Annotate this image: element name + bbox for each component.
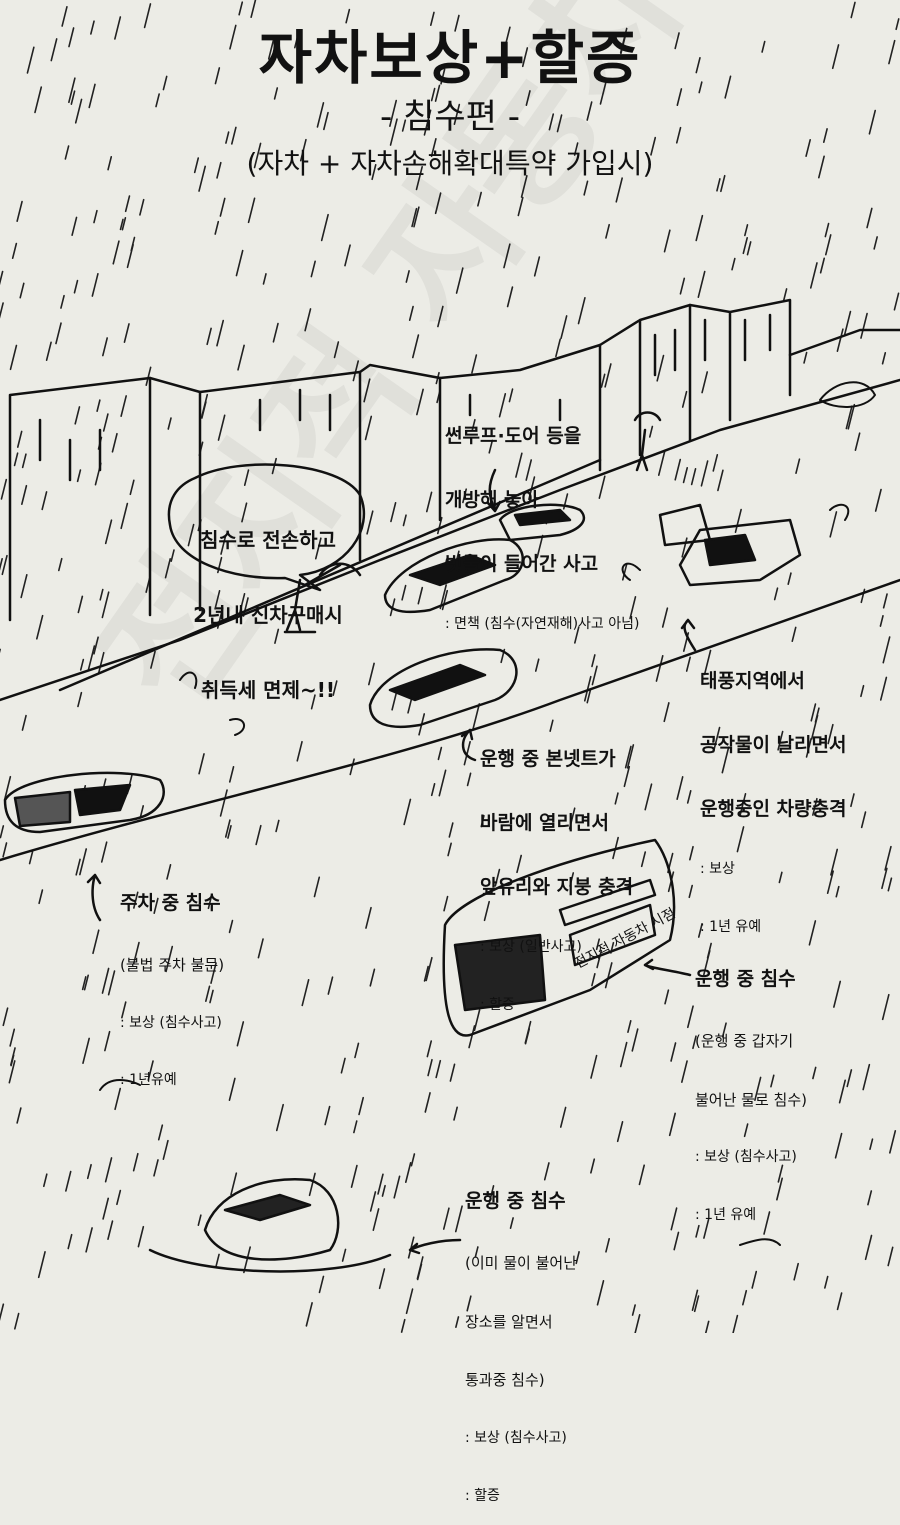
annotation-note: : 1년유예 [120,1072,224,1090]
annotation-subline: (불법 주차 불문) [120,956,224,975]
annotation-sunroof: 썬루프·도어 등을 개방해 놓아 빗물이 들어간 사고 : 면책 (침수(자연재… [445,385,639,654]
annotation-subline: 통과중 침수) [465,1371,577,1390]
truck-hit-by-debris [660,505,800,585]
annotation-line: 바람에 열리면서 [480,812,633,836]
annotation-line: 운행 중 침수 [695,968,807,992]
annotation-subline: 불어난 물로 침수) [695,1091,807,1110]
annotation-line: 썬루프·도어 등을 [445,425,639,449]
annotation-line: 빗물이 들어간 사고 [445,553,639,577]
bubble-line: 취득세 면제~!! [168,678,368,703]
page-title: 자차보상+할증 [0,22,900,95]
speech-bubble: 침수로 전손하고 2년내 신차구매시 취득세 면제~!! [168,478,368,728]
annotation-driving-flood-sudden: 운행 중 침수 (운행 중 갑자기 불어난 물로 침수) : 보상 (침수사고)… [695,928,807,1244]
annotation-note: : 보상 [700,861,846,879]
annotation-note: : 면책 (침수(자연재해)사고 아님) [445,616,639,634]
annotation-subline: 장소를 알면서 [465,1313,577,1332]
annotation-subline: (운행 중 갑자기 [695,1032,807,1051]
annotation-note: : 1년 유예 [695,1207,807,1225]
annotation-subline: (이미 물이 불어난 [465,1254,577,1273]
annotation-note: : 보상 (침수사고) [120,1015,224,1033]
annotation-line: 주차 중 침수 [120,892,224,916]
annotation-line: 앞유리와 지붕 충격 [480,876,633,900]
annotation-bonnet: 운행 중 본넷트가 바람에 열리면서 앞유리와 지붕 충격 : 보상 (일반사고… [480,708,633,1034]
annotation-typhoon: 태풍지역에서 공작물이 날리면서 운행중인 차량충격 : 보상 : 1년 유예 [700,630,846,956]
annotation-note: : 할증 [465,1488,577,1506]
annotation-parked: 주차 중 침수 (불법 주차 불문) : 보상 (침수사고) : 1년유예 [120,852,224,1110]
annotation-note: : 보상 (일반사고) [480,939,633,957]
parked-car-flooded [5,773,164,832]
annotation-line: 공작물이 날리면서 [700,734,846,758]
annotation-line: 운행 중 본넷트가 [480,748,633,772]
bubble-line: 2년내 신차구매시 [168,603,368,628]
annotation-note: : 보상 (침수사고) [695,1149,807,1167]
annotation-line: 태풍지역에서 [700,670,846,694]
annotation-line: 운행중인 차량충격 [700,798,846,822]
annotation-note: : 할증 [480,997,633,1015]
page-subtitle: - 침수편 - [0,96,900,139]
annotation-driving-flood-known: 운행 중 침수 (이미 물이 불어난 장소를 알면서 통과중 침수) : 보상 … [465,1150,577,1525]
car-in-deep-water [150,1179,390,1271]
annotation-line: 개방해 놓아 [445,489,639,513]
annotation-line: 운행 중 침수 [465,1190,577,1214]
coverage-condition: (자차 + 자차손해확대특약 가입시) [0,146,900,181]
bubble-line: 침수로 전손하고 [168,528,368,553]
annotation-note: : 보상 (침수사고) [465,1430,577,1448]
